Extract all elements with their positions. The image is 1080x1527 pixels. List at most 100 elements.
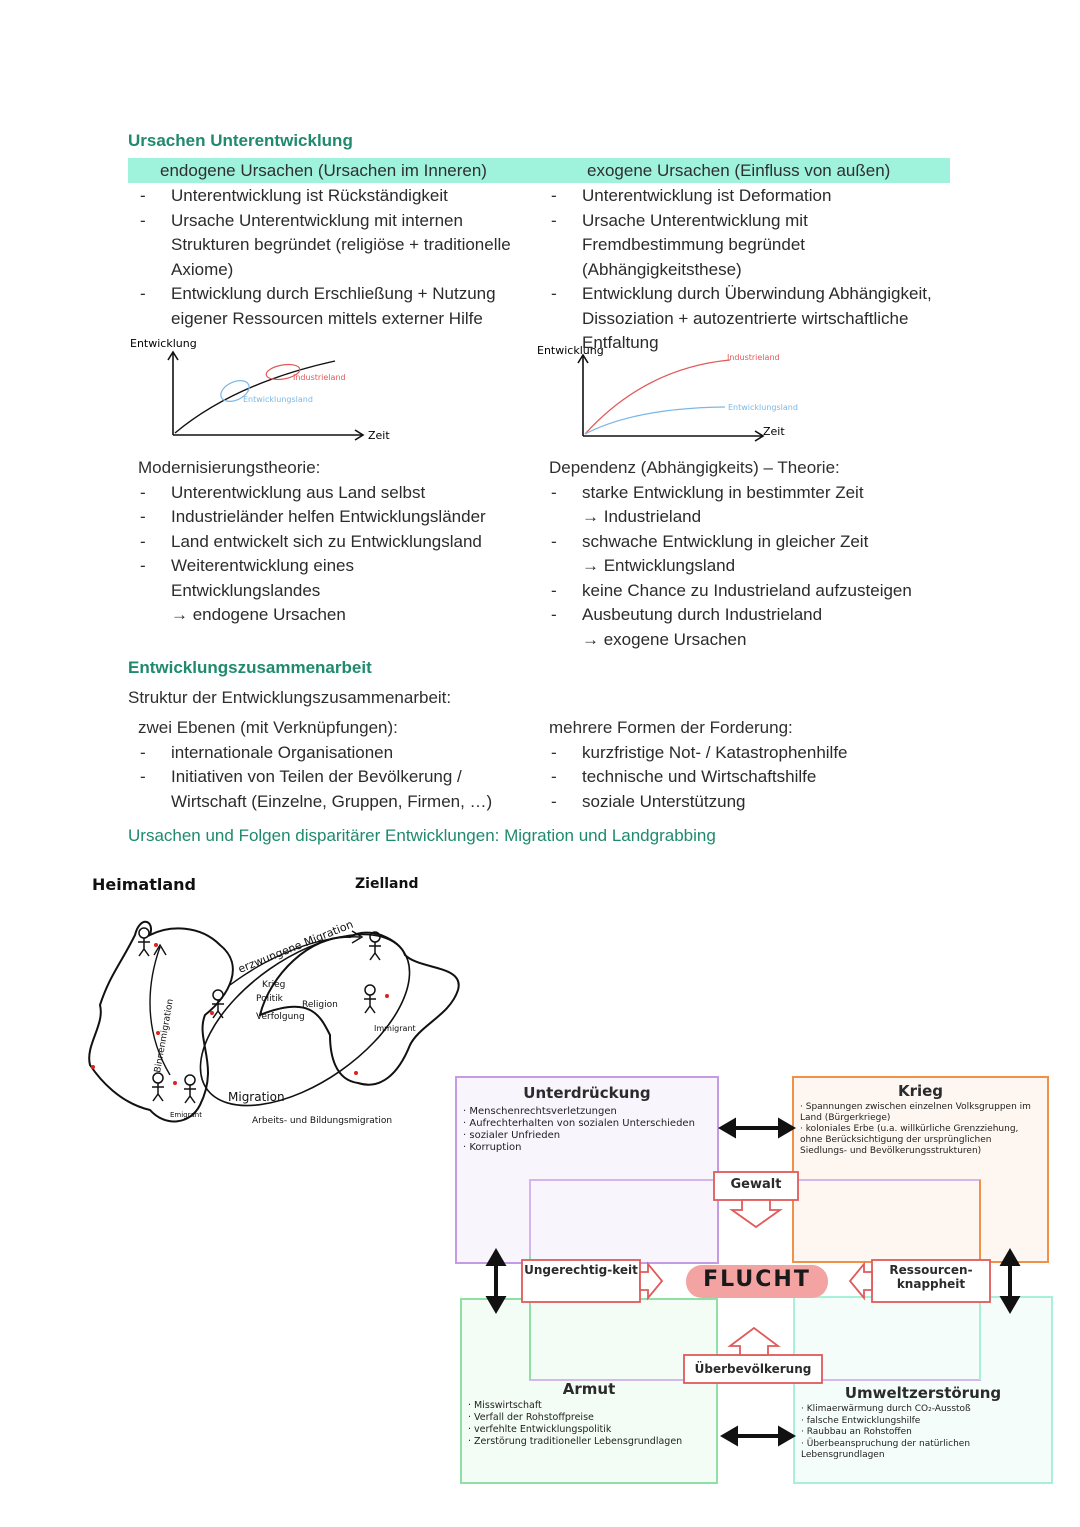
header-highlight [128, 158, 950, 183]
x-arrow [754, 430, 765, 442]
ebenen-block: zwei Ebenen (mit Verknüpfungen): interna… [138, 716, 538, 814]
ebenen-title: zwei Ebenen (mit Verknüpfungen): [138, 718, 398, 737]
graph-xlabel: Zeit [763, 425, 785, 438]
list-item: Unterentwicklung ist Rückständigkeit [138, 184, 528, 209]
ueberbev-box [683, 1354, 823, 1384]
label-religion: Religion [302, 1000, 338, 1010]
list-item: Initiativen von Teilen der Bevölkerung /… [138, 765, 516, 814]
binnen-arrow [149, 946, 171, 1076]
list-item-arrow: → Industrieland [582, 507, 702, 526]
double-arrow-top [718, 1117, 796, 1139]
list-item: Misswirtschaft [468, 1400, 710, 1412]
person-icon [212, 989, 224, 1019]
label-arbeitsmigration: Arbeits- und Bildungsmigration [252, 1116, 392, 1126]
entwicklungsland-marker [220, 380, 250, 402]
umwelt-list: Klimaerwärmung durch CO₂-Ausstoß falsche… [795, 1404, 1051, 1462]
red-dot [210, 1011, 214, 1015]
label-emigrant: Emigrant [170, 1111, 202, 1119]
label-erzwungene: erzwungene Migration [236, 918, 355, 976]
dependenz-title: Dependenz (Abhängigkeits) – Theorie: [549, 458, 840, 477]
box-krieg: Krieg Spannungen zwischen einzelnen Volk… [792, 1076, 1049, 1263]
endogen-list: Unterentwicklung ist Rückständigkeit Urs… [138, 184, 528, 331]
person-icon [152, 1072, 164, 1102]
list-item: starke Entwicklung in bestimmter Zeit→ I… [549, 481, 949, 530]
forced-arrowhead [351, 930, 364, 944]
ueberbev-arrow [727, 1326, 781, 1356]
gewalt-label: Gewalt [730, 1177, 782, 1192]
armut-title: Armut [562, 1380, 616, 1398]
flucht-badge [686, 1265, 828, 1298]
list-item: keine Chance zu Industrieland aufzusteig… [549, 579, 949, 604]
list-item: schwache Entwicklung in gleicher Zeit → E… [549, 530, 949, 579]
migration-loop [199, 933, 411, 1107]
exogen-list: Unterentwicklung ist Deformation Ursache… [549, 184, 944, 356]
ueberbev-label: Überbevölkerung [694, 1362, 812, 1376]
list-item: Entwicklung durch Überwindung Abhängigke… [549, 282, 944, 356]
label-krieg: Krieg [262, 980, 285, 990]
unterdrueckung-title: Unterdrückung [523, 1084, 651, 1102]
person-icon [138, 927, 150, 957]
label-migration: Migration [228, 1090, 285, 1104]
list-item: Menschenrechtsverletzungen [463, 1106, 711, 1118]
list-item: koloniales Erbe (u.a. willkürliche Grenz… [800, 1124, 1041, 1157]
person-icon [184, 1074, 196, 1104]
list-item: Raubbau an Rohstoffen [801, 1427, 1045, 1439]
list-item: Zerstörung traditioneller Lebensgrundlag… [468, 1436, 710, 1448]
label-industrieland: Industrieland [293, 373, 346, 382]
red-dot [156, 1031, 160, 1035]
binnen-arrowhead [153, 943, 167, 956]
industrieland-curve [584, 359, 731, 435]
label-zielland: Zielland [355, 876, 418, 892]
label-politik: Politik [256, 994, 284, 1004]
graph-ylabel: Entwicklung [130, 337, 197, 350]
list-item: Ausbeutung durch Industrieland [549, 603, 949, 628]
red-dot [91, 1065, 95, 1069]
industrieland-marker [265, 363, 301, 381]
red-dot [173, 1081, 177, 1085]
section-title-zusammenarbeit: Entwicklungszusammenarbeit [128, 658, 372, 677]
label-verfolgung: Verfolgung [256, 1012, 305, 1022]
endogen-graph: Entwicklung Zeit Industrieland Entwicklu… [130, 337, 390, 442]
label-heimatland: Heimatland [92, 875, 196, 894]
ressourcen-arrow [848, 1261, 873, 1301]
forced-arrow [229, 936, 361, 986]
section-title-ursachen: Ursachen Unterentwicklung [128, 131, 353, 150]
dependenz-conclusion: → exogene Ursachen [582, 629, 747, 649]
ungerechtigkeit-label: Ungerechtig-keit [524, 1263, 638, 1277]
ressourcen-label: Ressourcen-knappheit [889, 1263, 973, 1291]
exogen-header: exogene Ursachen (Einfluss von außen) [587, 161, 891, 180]
krieg-title: Krieg [897, 1082, 944, 1100]
migration-map: Heimatland Zielland erzwungene Migration… [88, 875, 460, 1126]
person-icon [364, 984, 376, 1014]
list-item: internationale Organisationen [138, 741, 538, 766]
box-unterdrueckung: Unterdrückung Menschenrechtsverletzungen… [455, 1076, 719, 1264]
list-item: Überbeanspruchung der natürlichen Lebens… [801, 1439, 1045, 1462]
modernisierung-title: Modernisierungstheorie: [138, 458, 321, 477]
double-arrow-bottom [720, 1425, 796, 1447]
modernisierung-conclusion: → endogene Ursachen [171, 605, 346, 624]
section-title-migration: Ursachen und Folgen disparitärer Entwick… [128, 826, 716, 845]
list-item: Entwicklung durch Erschließung + Nutzung… [138, 282, 528, 331]
unterdrueckung-list: Menschenrechtsverletzungen Aufrechterhal… [457, 1106, 717, 1154]
label-industrieland: Industrieland [727, 353, 780, 362]
dependenz-block: Dependenz (Abhängigkeits) – Theorie: sta… [549, 456, 949, 652]
label-entwicklungsland: Entwicklungsland [243, 395, 313, 404]
graph-xlabel: Zeit [368, 429, 390, 442]
armut-list: Misswirtschaft Verfall der Rohstoffpreis… [462, 1400, 716, 1448]
formen-list: kurzfristige Not- / Katastrophenhilfe te… [549, 741, 949, 815]
entwicklungsland-curve [584, 406, 726, 435]
list-item: kurzfristige Not- / Katastrophenhilfe [549, 741, 949, 766]
gewalt-arrow [729, 1199, 783, 1229]
list-item: Unterentwicklung ist Deformation [549, 184, 944, 209]
list-item: Weiterentwicklung eines Entwicklungsland… [138, 554, 401, 603]
list-item: Korruption [463, 1142, 711, 1154]
label-binnenmigration: Binnenmigration [153, 998, 176, 1073]
red-dot [354, 1071, 358, 1075]
list-item-arrow: → Entwicklungsland [582, 556, 736, 575]
list-item: Ursache Unterentwicklung mit Fremdbestim… [549, 209, 944, 283]
box-armut: Armut Misswirtschaft Verfall der Rohstof… [460, 1298, 718, 1484]
list-item: Aufrechterhalten von sozialen Unterschie… [463, 1118, 711, 1130]
list-item: Verfall der Rohstoffpreise [468, 1412, 710, 1424]
list-item-text: schwache Entwicklung in gleicher Zeit [582, 531, 869, 551]
box-umwelt: Umweltzerstörung Klimaerwärmung durch CO… [793, 1296, 1053, 1484]
